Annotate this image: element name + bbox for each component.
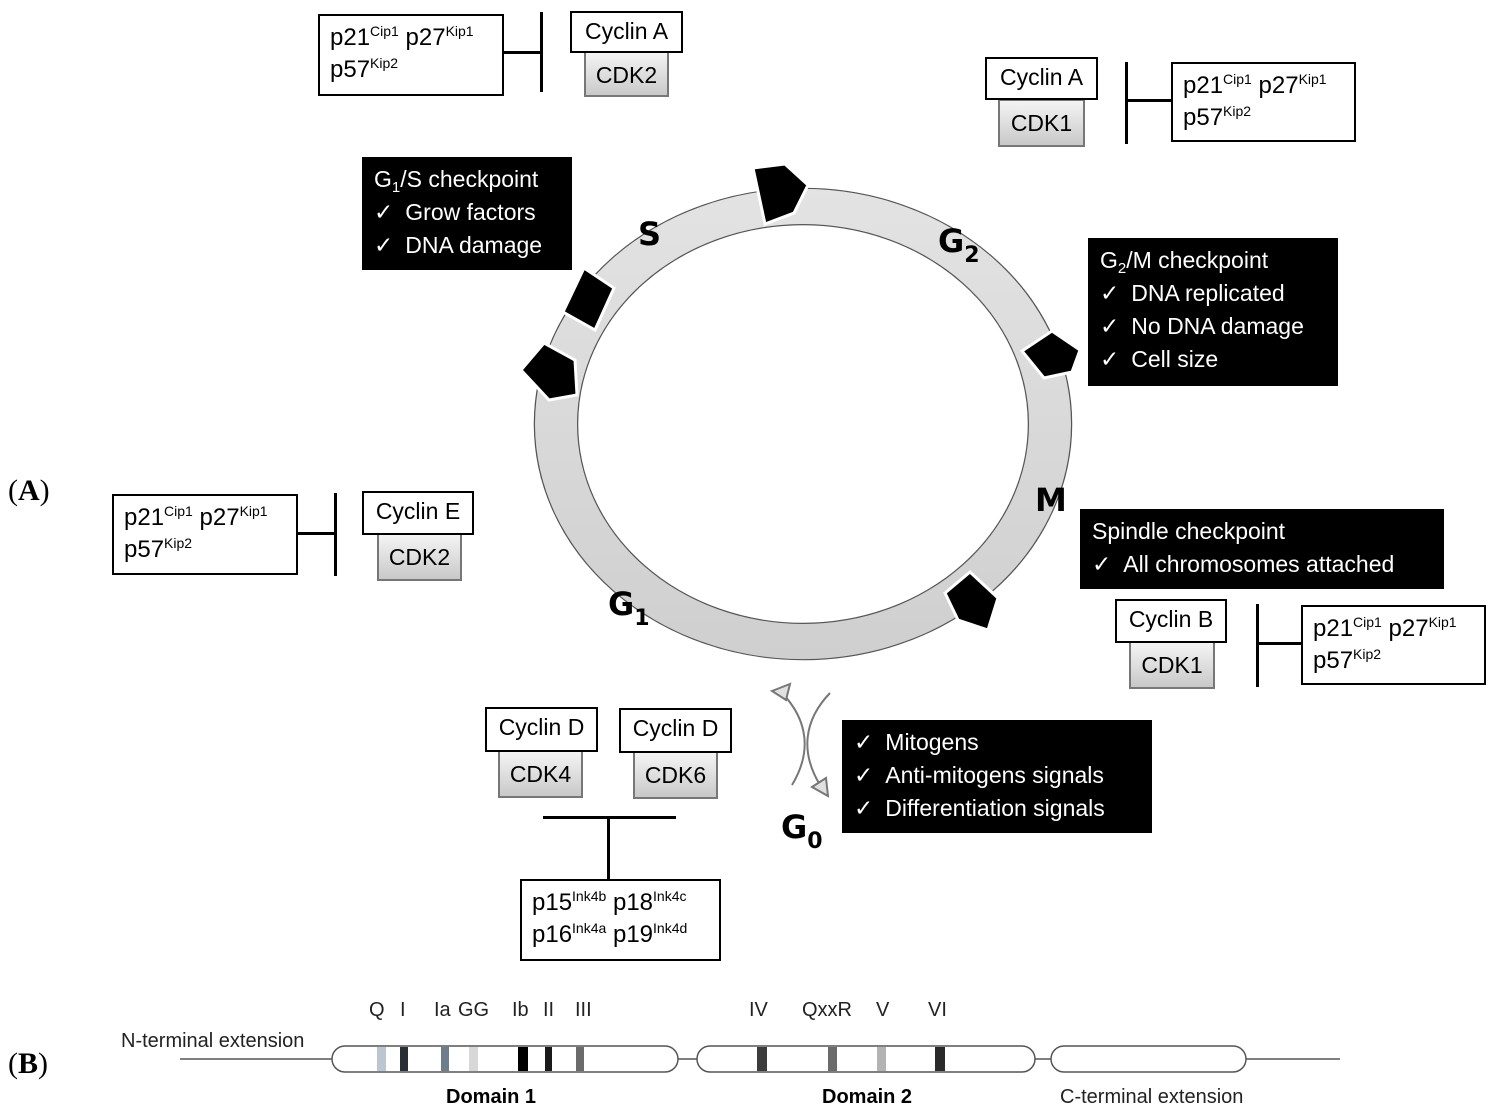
- inhibition-bar: [540, 12, 543, 92]
- motif-label: Ib: [512, 999, 529, 1021]
- motif-label: II: [543, 999, 555, 1021]
- motif-bands: [377, 1047, 945, 1071]
- cdk-box: CDK1: [998, 99, 1085, 147]
- checkpoint-item: Mitogens: [854, 726, 1140, 759]
- panel-b-label: (B): [8, 1047, 49, 1080]
- inhibition-line: [1258, 642, 1302, 645]
- inhibition-line: [607, 817, 610, 881]
- motif-label: GG: [458, 999, 490, 1021]
- c-terminal-shape: [1050, 1045, 1247, 1073]
- ink4-inhibitor-box: p15Ink4b p18Ink4c p16Ink4a p19Ink4d: [520, 879, 721, 961]
- g0-arrows-icon: [769, 682, 831, 798]
- checkpoint-item: No DNA damage: [1100, 310, 1326, 343]
- checkpoint-item: Anti-mitogens signals: [854, 759, 1140, 792]
- domain1-shape: [331, 1045, 679, 1073]
- inhibition-bar: [334, 493, 337, 576]
- cyclin-box: Cyclin E: [362, 491, 474, 535]
- domain1-label: Domain 1: [446, 1086, 537, 1108]
- g2m-checkpoint-box: G2/M checkpoint DNA replicated No DNA da…: [1088, 238, 1338, 386]
- g1s-marker: [561, 265, 616, 333]
- inhibition-line: [1127, 99, 1172, 102]
- phase-m-label: M: [1035, 481, 1067, 519]
- checkpoint-title: Spindle checkpoint: [1092, 518, 1286, 544]
- phase-g1-label: G1: [608, 585, 650, 631]
- cell-cycle-diagram: [518, 162, 1082, 798]
- checkpoint-item: DNA replicated: [1100, 277, 1326, 310]
- motif-label: QxxR: [802, 999, 852, 1021]
- phase-g2-label: G2: [938, 222, 980, 268]
- panel-a-label: (A): [8, 474, 50, 507]
- spindle-checkpoint-box: Spindle checkpoint All chromosomes attac…: [1080, 509, 1444, 589]
- cyclin-box: Cyclin B: [1115, 599, 1227, 643]
- cyclin-box: Cyclin A: [985, 57, 1098, 100]
- cyclin-box: Cyclin A: [570, 11, 683, 53]
- checkpoint-item: All chromosomes attached: [1092, 548, 1432, 581]
- cip-kip-inhibitor-box-right-top: p21Cip1 p27Kip1 p57Kip2: [1171, 62, 1356, 142]
- c-terminal-label: C-terminal extension: [1060, 1086, 1244, 1108]
- motif-label: V: [876, 999, 890, 1021]
- motif-label: Ia: [434, 999, 451, 1021]
- cdk-box: CDK2: [377, 533, 462, 581]
- cip-kip-inhibitor-box-left: p21Cip1 p27Kip1 p57Kip2: [112, 494, 298, 575]
- g1-marker: [518, 341, 579, 402]
- cyclin-box: Cyclin D: [485, 707, 598, 752]
- cip-kip-inhibitor-box-right: p21Cip1 p27Kip1 p57Kip2: [1301, 605, 1486, 685]
- cyclin-box: Cyclin D: [619, 708, 732, 753]
- motif-label: Q: [369, 999, 385, 1021]
- cdk-box: CDK1: [1129, 641, 1215, 689]
- cdk-box: CDK6: [633, 751, 718, 799]
- motif-label: I: [400, 999, 406, 1021]
- g2m-marker: [1019, 329, 1082, 380]
- domain2-label: Domain 2: [822, 1086, 913, 1108]
- phase-g0-label: G0: [781, 808, 823, 854]
- motif-label: III: [575, 999, 592, 1021]
- checkpoint-item: Differentiation signals: [854, 792, 1140, 825]
- protein-domain-diagram: [180, 1045, 1340, 1073]
- checkpoint-title: G1/S checkpoint: [374, 166, 539, 196]
- domain2-shape: [696, 1045, 1036, 1073]
- checkpoint-title: G2/M checkpoint: [1100, 247, 1269, 277]
- inhibition-line: [504, 51, 542, 54]
- inhibition-bar: [1256, 604, 1259, 687]
- checkpoint-item: DNA damage: [374, 229, 560, 262]
- m-marker: [943, 569, 1000, 632]
- phase-s-label: S: [638, 215, 662, 253]
- g0-signals-box: Mitogens Anti-mitogens signals Different…: [842, 720, 1152, 833]
- cdk-box: CDK4: [498, 750, 583, 798]
- motif-label: VI: [928, 999, 947, 1021]
- inhibition-bar: [1125, 62, 1128, 144]
- checkpoint-item: Cell size: [1100, 343, 1326, 376]
- g1s-checkpoint-box: G1/S checkpoint Grow factors DNA damage: [362, 157, 572, 270]
- motif-label: IV: [749, 999, 768, 1021]
- checkpoint-item: Grow factors: [374, 196, 560, 229]
- cdk-box: CDK2: [584, 51, 669, 97]
- cip-kip-inhibitor-box-top: p21Cip1 p27Kip1 p57Kip2: [318, 14, 504, 96]
- n-terminal-label: N-terminal extension: [121, 1030, 305, 1052]
- s-g2-marker: [751, 162, 810, 227]
- inhibition-line: [298, 532, 336, 535]
